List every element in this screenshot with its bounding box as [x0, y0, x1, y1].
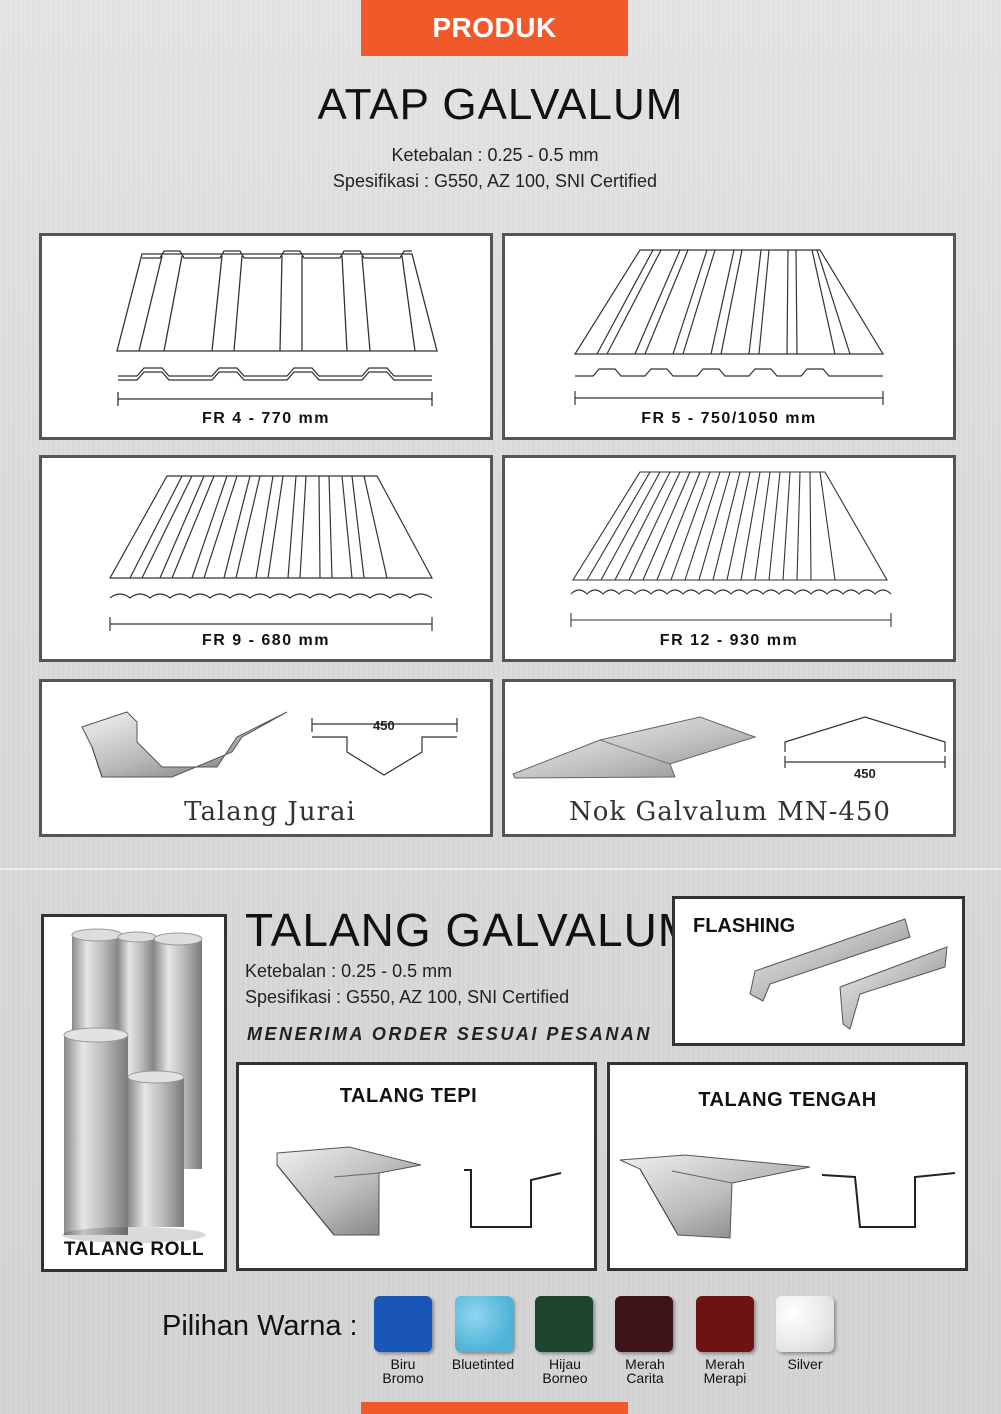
bottom-accent-bar — [361, 1402, 628, 1414]
product-card-fr12: FR 12 - 930 mm — [502, 455, 956, 662]
flashing-illustration — [749, 918, 948, 1030]
talang-jurai-label: Talang Jurai — [184, 797, 356, 827]
product-card-fr4: FR 4 - 770 mm — [39, 233, 493, 440]
produk-tag: PRODUK — [361, 0, 628, 56]
atap-title: ATAP GALVALUM — [317, 80, 684, 129]
fr4-label: FR 4 - 770 mm — [202, 410, 330, 427]
fr9-roof-illustration — [108, 475, 434, 631]
talang-tepi-label: TALANG TEPI — [339, 1085, 478, 1107]
atap-spec-specification: Spesifikasi : G550, AZ 100, SNI Certifie… — [332, 171, 658, 191]
talang-tengah-illustration — [619, 1154, 956, 1239]
section-divider — [0, 868, 1001, 870]
nok-galvalum-illustration — [512, 716, 946, 779]
talang-tengah-card: TALANG TENGAH — [607, 1062, 968, 1271]
nok-galvalum-dimension: 450 — [854, 766, 876, 781]
swatch-name-bluetinted: Bluetinted — [443, 1357, 523, 1371]
color-options-label: Pilihan Warna : — [162, 1310, 358, 1342]
fr12-label: FR 12 - 930 mm — [659, 632, 799, 649]
fr12-roof-illustration — [570, 471, 892, 627]
product-card-fr5: FR 5 - 750/1050 mm — [502, 233, 956, 440]
swatch-name-line1: Silver — [787, 1356, 823, 1372]
fr5-roof-illustration — [573, 249, 885, 405]
talang-roll-card: TALANG ROLL — [41, 914, 227, 1272]
swatch-name-line2: Borneo — [542, 1370, 588, 1386]
flashing-label: FLASHING — [693, 915, 796, 937]
swatch-name-line1: Merah — [705, 1356, 745, 1372]
swatch-merah-merapi[interactable] — [696, 1296, 754, 1352]
swatch-name-line1: Bluetinted — [451, 1356, 515, 1372]
swatch-name-line1: Hijau — [549, 1356, 581, 1372]
swatch-name-line2: Merapi — [703, 1370, 747, 1386]
swatch-name-silver: Silver — [765, 1357, 845, 1371]
talang-spec-specification: Spesifikasi : G550, AZ 100, SNI Certifie… — [245, 987, 570, 1007]
swatch-name-line2: Bromo — [382, 1370, 424, 1386]
swatch-bluetinted[interactable] — [455, 1296, 513, 1352]
talang-roll-label: TALANG ROLL — [63, 1239, 205, 1260]
talang-tepi-illustration — [276, 1146, 562, 1236]
talang-tepi-card: TALANG TEPI — [236, 1062, 597, 1271]
accessory-card-talang-jurai: 450 Talang Jurai — [39, 679, 493, 837]
swatch-name-line2: Carita — [626, 1370, 664, 1386]
atap-spec-thickness: Ketebalan : 0.25 - 0.5 mm — [391, 145, 599, 165]
swatch-silver[interactable] — [776, 1296, 834, 1352]
swatch-merah-carita[interactable] — [615, 1296, 673, 1352]
order-note: MENERIMA ORDER SESUAI PESANAN — [247, 1024, 652, 1044]
fr4-roof-illustration — [116, 250, 438, 406]
fr9-label: FR 9 - 680 mm — [202, 632, 330, 649]
accessory-card-nok-galvalum: 450 Nok Galvalum MN-450 — [502, 679, 956, 837]
flashing-card: FLASHING — [672, 896, 965, 1046]
nok-galvalum-label: Nok Galvalum MN-450 — [569, 797, 891, 827]
swatch-hijau-borneo[interactable] — [535, 1296, 593, 1352]
swatch-biru-bromo[interactable] — [374, 1296, 432, 1352]
talang-tengah-label: TALANG TENGAH — [698, 1089, 877, 1111]
talang-jurai-dimension: 450 — [373, 718, 395, 733]
product-card-fr9: FR 9 - 680 mm — [39, 455, 493, 662]
swatch-name-line1: Merah — [625, 1356, 665, 1372]
swatch-name-line1: Biru — [390, 1356, 416, 1372]
talang-jurai-illustration — [81, 711, 458, 778]
talang-spec-thickness: Ketebalan : 0.25 - 0.5 mm — [245, 961, 453, 981]
talang-title: TALANG GALVALUM — [245, 904, 698, 956]
fr5-label: FR 5 - 750/1050 mm — [641, 410, 817, 427]
produk-tag-label: PRODUK — [432, 12, 557, 43]
talang-roll-illustration — [62, 928, 206, 1243]
